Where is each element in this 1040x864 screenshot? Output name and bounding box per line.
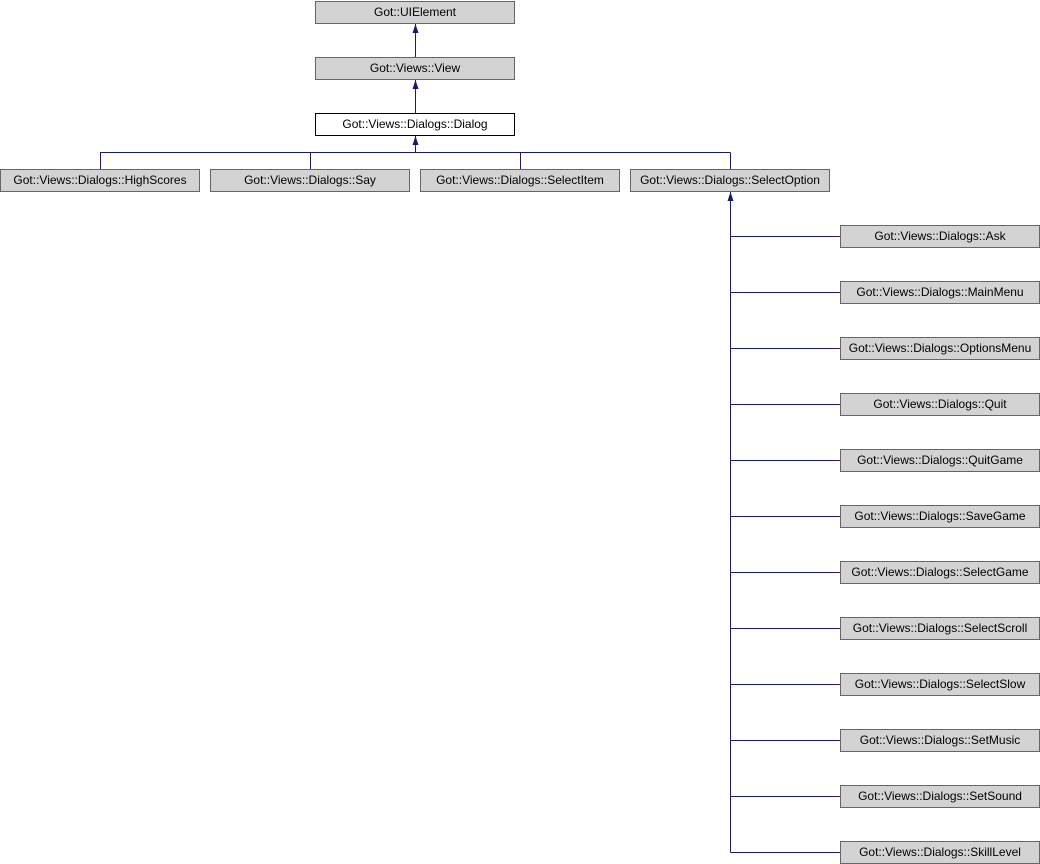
node-say[interactable]: Got::Views::Dialogs::Say xyxy=(210,169,410,192)
node-optionsmenu[interactable]: Got::Views::Dialogs::OptionsMenu xyxy=(840,337,1040,360)
node-setsound[interactable]: Got::Views::Dialogs::SetSound xyxy=(840,785,1040,808)
node-ask[interactable]: Got::Views::Dialogs::Ask xyxy=(840,225,1040,248)
node-highscores[interactable]: Got::Views::Dialogs::HighScores xyxy=(0,169,200,192)
node-selectgame[interactable]: Got::Views::Dialogs::SelectGame xyxy=(840,561,1040,584)
node-selectoption[interactable]: Got::Views::Dialogs::SelectOption xyxy=(630,169,830,192)
node-quit[interactable]: Got::Views::Dialogs::Quit xyxy=(840,393,1040,416)
node-view[interactable]: Got::Views::View xyxy=(315,57,515,80)
node-mainmenu[interactable]: Got::Views::Dialogs::MainMenu xyxy=(840,281,1040,304)
node-savegame[interactable]: Got::Views::Dialogs::SaveGame xyxy=(840,505,1040,528)
node-quitgame[interactable]: Got::Views::Dialogs::QuitGame xyxy=(840,449,1040,472)
node-dialog: Got::Views::Dialogs::Dialog xyxy=(315,113,515,136)
node-selectscroll[interactable]: Got::Views::Dialogs::SelectScroll xyxy=(840,617,1040,640)
arrowhead-icon xyxy=(412,136,419,145)
node-setmusic[interactable]: Got::Views::Dialogs::SetMusic xyxy=(840,729,1040,752)
node-uielement[interactable]: Got::UIElement xyxy=(315,1,515,24)
arrowhead-icon xyxy=(412,80,419,89)
node-selectitem[interactable]: Got::Views::Dialogs::SelectItem xyxy=(420,169,620,192)
node-skilllevel[interactable]: Got::Views::Dialogs::SkillLevel xyxy=(840,841,1040,864)
arrowhead-icon xyxy=(412,24,419,33)
node-selectslow[interactable]: Got::Views::Dialogs::SelectSlow xyxy=(840,673,1040,696)
arrowhead-icon xyxy=(727,192,734,201)
